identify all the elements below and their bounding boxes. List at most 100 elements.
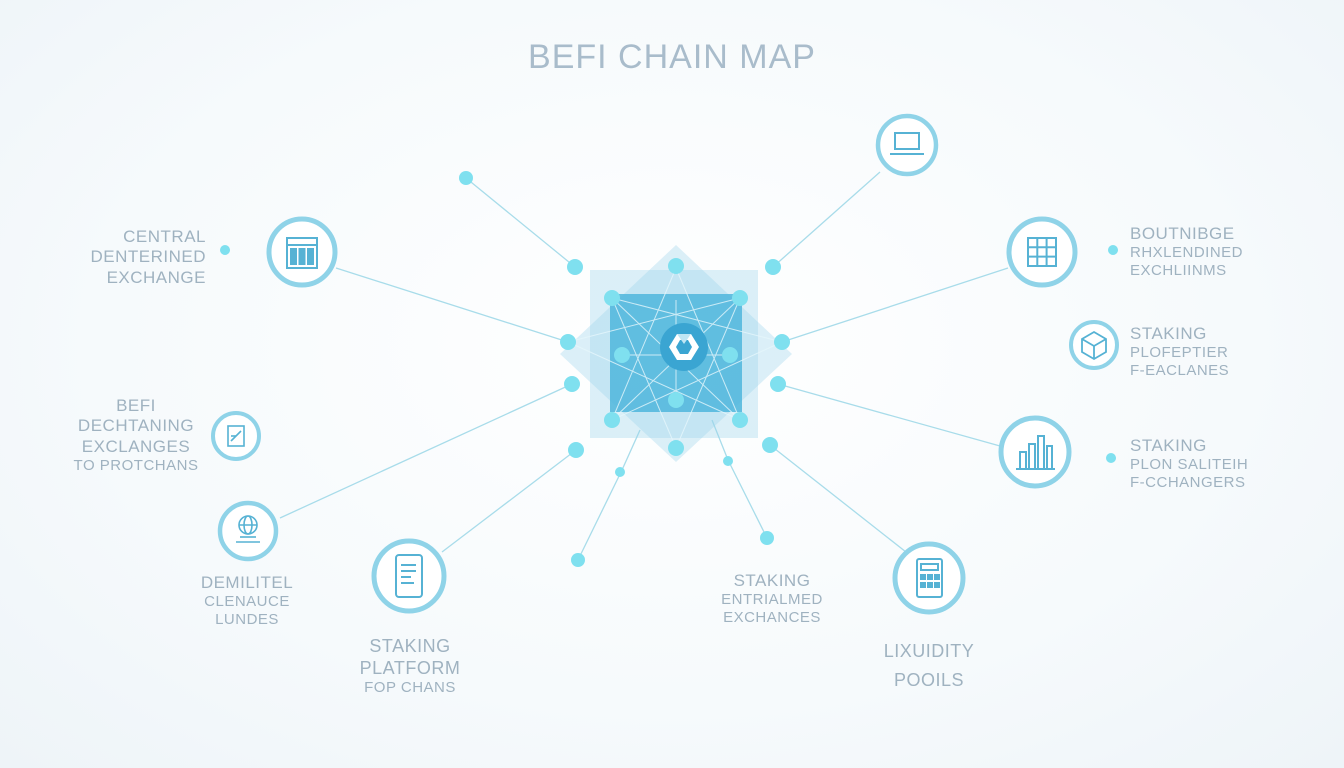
hub-node xyxy=(568,442,584,458)
hub-node xyxy=(770,376,786,392)
outer-dot xyxy=(760,531,774,545)
icon-ring-boutnibge[interactable] xyxy=(1006,216,1078,288)
label-staking-plonsaliteih: STAKING PLON SALITEIH F-CCHANGERS xyxy=(1130,436,1300,492)
hub-node xyxy=(732,290,748,306)
outer-dot xyxy=(459,171,473,185)
label-staking-entrialmed-line3: EXCHANCES xyxy=(723,609,821,627)
hub-node xyxy=(614,347,630,363)
icon-ring-befi[interactable] xyxy=(211,411,261,461)
label-staking-plofeptier: STAKING PLOFEPTIER F-EACLANES xyxy=(1130,324,1290,380)
page-title: BEFI CHAIN MAP xyxy=(528,38,816,76)
outer-dot xyxy=(1108,245,1118,255)
label-demilitel-line3: LUNDES xyxy=(215,611,279,629)
icon-ring-demilitel[interactable] xyxy=(217,500,279,562)
icon-ring-top-right[interactable] xyxy=(875,113,939,177)
chain-logo-icon xyxy=(669,334,699,360)
icon-ring-staking-plonsaliteih[interactable] xyxy=(998,415,1072,489)
hub-node xyxy=(604,412,620,428)
label-liquidity-line1: LIXUIDITY xyxy=(883,641,975,661)
label-central-line3: EXCHANGE xyxy=(106,267,206,287)
hub-node xyxy=(668,258,684,274)
label-boutnibge-line2: RHXLENDINED xyxy=(1130,244,1244,262)
label-staking-entrialmed: STAKING ENTRIALMED EXCHANCES xyxy=(692,571,852,627)
hub-node xyxy=(668,440,684,456)
label-demilitel: DEMILITEL CLENAUCE LUNDES xyxy=(172,573,322,629)
label-central: CENTRAL DENTERINED EXCHANGE xyxy=(70,227,206,288)
hub-node xyxy=(567,259,583,275)
hub-node xyxy=(774,334,790,350)
icon-ring-staking-platform[interactable] xyxy=(371,538,447,614)
label-staking-platform: STAKING PLATFORM FOP CHANS xyxy=(330,636,490,697)
label-demilitel-line2: CLENAUCE xyxy=(204,593,290,611)
label-staking-platform-line1: STAKING xyxy=(369,636,451,656)
connection-line xyxy=(335,267,569,343)
connection-line xyxy=(772,171,881,268)
label-staking-plofeptier-line3: F-EACLANES xyxy=(1130,362,1230,380)
laptop-icon xyxy=(890,132,924,155)
icon-ring-staking-plofeptier[interactable] xyxy=(1069,320,1119,370)
connection-line xyxy=(279,383,573,519)
icon-ring-central[interactable] xyxy=(266,216,338,288)
outer-dot xyxy=(1106,453,1116,463)
label-staking-plofeptier-line1: STAKING xyxy=(1130,324,1207,343)
hub-node xyxy=(762,437,778,453)
label-staking-plonsaliteih-line2: PLON SALITEIH xyxy=(1130,456,1249,474)
label-staking-entrialmed-line2: ENTRIALMED xyxy=(721,591,823,609)
globe-laptop-icon xyxy=(236,515,260,543)
connection-line xyxy=(621,429,641,471)
label-demilitel-line1: DEMILITEL xyxy=(200,573,294,592)
label-staking-plofeptier-line2: PLOFEPTIER xyxy=(1130,344,1229,362)
central-hub xyxy=(560,245,792,462)
connection-line xyxy=(781,267,1009,343)
mobile-phone-icon xyxy=(395,554,423,598)
cube-icon xyxy=(1081,330,1107,361)
label-boutnibge-line1: BOUTNIBGE xyxy=(1130,224,1235,243)
connection-line xyxy=(711,419,729,461)
label-staking-plonsaliteih-line3: F-CCHANGERS xyxy=(1130,474,1246,492)
outer-dot xyxy=(220,245,230,255)
hub-node xyxy=(668,392,684,408)
connection-line xyxy=(777,383,1001,447)
connection-lines xyxy=(224,171,1118,561)
document-chart-icon xyxy=(227,425,245,447)
label-befi-line2: DECHTANING xyxy=(77,416,195,436)
hub-node xyxy=(732,412,748,428)
label-central-line1: CENTRAL xyxy=(123,227,206,246)
label-befi-line1: BEFI xyxy=(116,396,156,415)
hub-node xyxy=(564,376,580,392)
bar-chart-icon xyxy=(1016,435,1055,470)
icon-ring-liquidity[interactable] xyxy=(892,541,966,615)
connection-line xyxy=(465,177,576,268)
hub-node xyxy=(604,290,620,306)
outer-dots xyxy=(220,171,1118,567)
calculator-icon xyxy=(916,558,943,598)
label-befi: BEFI DECHTANING EXCLANGES TO PROTCHANS xyxy=(56,396,216,475)
label-liquidity: LIXUIDITY POOILS xyxy=(854,637,1004,695)
hub-node xyxy=(560,334,576,350)
connection-line xyxy=(441,449,577,553)
label-staking-plonsaliteih-line1: STAKING xyxy=(1130,436,1207,455)
hub-mesh xyxy=(567,267,783,449)
label-central-line2: DENTERINED xyxy=(90,247,206,267)
label-liquidity-line2: POOILS xyxy=(893,669,965,690)
connection-line xyxy=(727,459,768,539)
label-boutnibge-line3: EXCHLIINMS xyxy=(1130,262,1227,280)
grid-icon xyxy=(1027,237,1057,267)
outer-dot xyxy=(571,553,585,567)
outer-dot xyxy=(615,467,625,477)
label-staking-platform-line3: FOP CHANS xyxy=(364,679,456,697)
label-staking-entrialmed-line1: STAKING xyxy=(733,571,811,590)
label-staking-platform-line2: PLATFORM xyxy=(359,657,461,678)
label-befi-line3: EXCLANGES xyxy=(81,436,191,456)
connection-line xyxy=(577,469,623,561)
outer-dot xyxy=(723,456,733,466)
connection-line xyxy=(769,444,907,553)
hub-node xyxy=(765,259,781,275)
exchange-building-icon xyxy=(286,237,318,269)
hub-nodes xyxy=(560,258,790,458)
hub-node xyxy=(722,347,738,363)
label-befi-line4: TO PROTCHANS xyxy=(73,457,199,475)
label-boutnibge: BOUTNIBGE RHXLENDINED EXCHLIINMS xyxy=(1130,224,1290,280)
